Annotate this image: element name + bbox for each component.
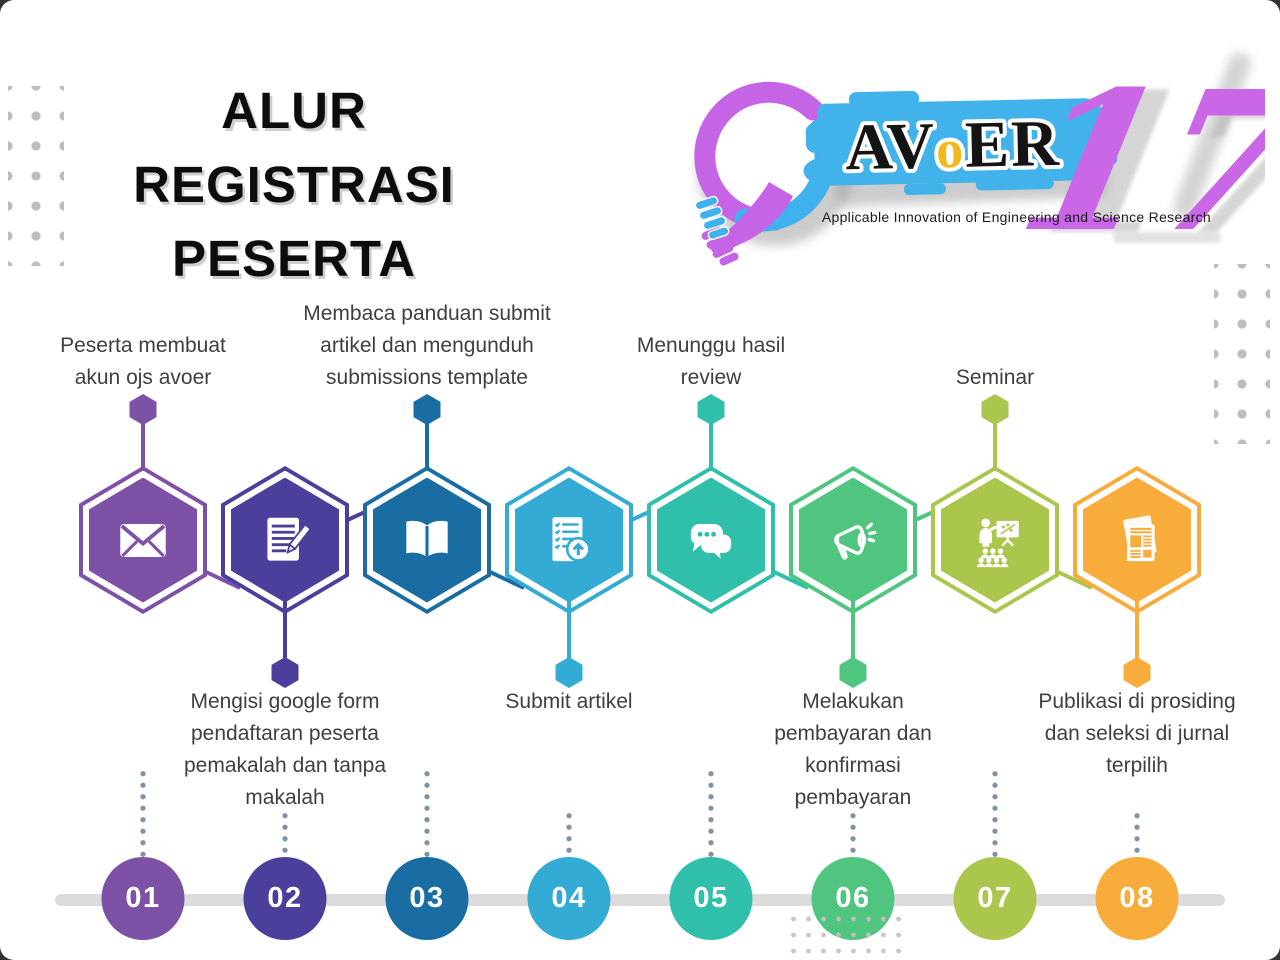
- upload-checklist-icon: [552, 517, 591, 562]
- stem-line: [425, 408, 429, 504]
- step-number-badge: 08: [1095, 857, 1179, 940]
- dotted-connector: [424, 768, 430, 858]
- dotted-connector: [708, 768, 714, 858]
- step-label: Peserta membuat akun ojs avoer: [60, 334, 226, 390]
- wordmark-o: o: [936, 119, 966, 180]
- hex-node: [839, 657, 867, 688]
- stem-line: [993, 408, 997, 504]
- logo-tagline: Applicable Innovation of Engineering and…: [822, 209, 1211, 225]
- page-title: ALUR REGISTRASI PESERTA: [55, 74, 533, 296]
- publication-icon: [1123, 515, 1157, 562]
- step-column-5: Menunggu hasil review 05: [581, 270, 841, 950]
- timeline-bar: [55, 894, 1225, 906]
- dotted-connector: [140, 768, 146, 858]
- chat-review-icon: [690, 523, 734, 565]
- svg-text:17: 17: [1004, 49, 1265, 274]
- envelope-icon: [120, 523, 166, 558]
- step-column-8: Publikasi di prosiding dan seleksi di ju…: [1007, 270, 1267, 950]
- step-number-badge: 03: [385, 857, 469, 940]
- avoer-wordmark: AVoER: [803, 90, 1118, 195]
- step-hexagon: [79, 466, 207, 614]
- hex-node: [555, 657, 583, 688]
- dotted-connector: [992, 768, 998, 858]
- step-hexagon: [363, 466, 491, 614]
- page-title-line1: ALUR REGISTRASI: [133, 82, 455, 213]
- step-label: Menunggu hasil review: [636, 334, 786, 390]
- step-label: Publikasi di prosiding dan seleksi di ju…: [1038, 690, 1236, 777]
- form-document-icon: [267, 517, 312, 561]
- dotted-connector: [1134, 810, 1140, 858]
- hex-node: [271, 657, 299, 688]
- step-column-7: Seminar: [865, 270, 1125, 950]
- step-column-3: Membaca panduan submit artikel dan mengu…: [297, 270, 557, 950]
- dotted-connector: [282, 810, 288, 858]
- page-title-line2: PESERTA: [171, 229, 417, 287]
- stem-line: [1135, 578, 1139, 672]
- step-hexagon: [931, 466, 1059, 614]
- step-column-1: Peserta membuat akun ojs avoer 01: [13, 270, 273, 950]
- avoer-logo: 17: [694, 49, 1265, 274]
- step-number-badge: 04: [527, 857, 611, 940]
- step-label: Membaca panduan submit artikel dan mengu…: [303, 302, 551, 390]
- decorative-dots-right: [1214, 264, 1270, 444]
- step-label: Mengisi google form pendaftaran peserta …: [184, 690, 386, 809]
- svg-text:AVoER: AVoER: [844, 107, 1061, 184]
- dotted-connector: [566, 810, 572, 858]
- stem-line: [567, 578, 571, 672]
- decorative-dot-grid: [786, 911, 906, 960]
- step-column-2: Mengisi google form pendaftaran peserta …: [155, 270, 415, 950]
- wordmark-av: AV: [844, 109, 936, 184]
- step-number-badge: 02: [243, 857, 327, 940]
- edition-number: 17: [1004, 49, 1265, 274]
- stem-line: [851, 578, 855, 672]
- step-hexagon: [647, 466, 775, 614]
- wordmark-er: ER: [964, 107, 1061, 182]
- hex-node: [1123, 657, 1151, 688]
- stem-line: [709, 408, 713, 504]
- decorative-dots-left: [8, 86, 64, 266]
- step-number-badge: 07: [953, 857, 1037, 940]
- step-label: Seminar: [955, 366, 1035, 390]
- step-label: Submit artikel: [505, 690, 633, 713]
- step-column-4: Submit artikel 04: [439, 270, 699, 950]
- open-book-icon: [406, 520, 448, 558]
- dotted-connector: [850, 810, 856, 858]
- stem-line: [283, 578, 287, 672]
- stem-line: [141, 408, 145, 504]
- step-number-badge: 01: [101, 857, 185, 940]
- step-number-badge: 05: [669, 857, 753, 940]
- seminar-presentation-icon: [976, 518, 1019, 568]
- step-label: Melakukan pembayaran dan konfirmasi pemb…: [774, 690, 932, 809]
- megaphone-icon: [834, 522, 877, 560]
